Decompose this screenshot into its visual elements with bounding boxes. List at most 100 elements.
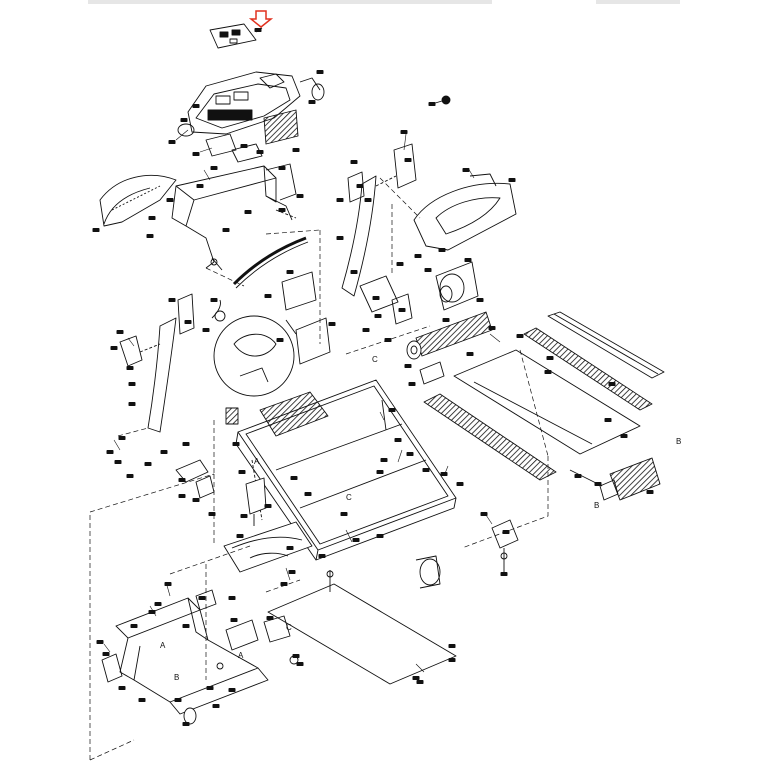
- part-number-tag: [118, 436, 126, 440]
- part-number-tag: [384, 338, 392, 342]
- part-number-tag: [164, 582, 172, 586]
- part-number-tag: [208, 512, 216, 516]
- part-number-tag: [264, 504, 272, 508]
- part-number-tag: [240, 144, 248, 148]
- rear-roller: [415, 555, 441, 589]
- part-number-tag: [206, 686, 214, 690]
- part-number-tag: [126, 474, 134, 478]
- part-number-tag: [286, 270, 294, 274]
- part-number-tag: [406, 452, 414, 456]
- part-number-tag: [212, 704, 220, 708]
- center-mounting-plate: [281, 271, 331, 365]
- part-number-tag: [174, 698, 182, 702]
- part-number-tag: [414, 254, 422, 258]
- part-number-tag: [210, 166, 218, 170]
- part-number-tag: [196, 184, 204, 188]
- part-number-tag: [438, 248, 446, 252]
- rear-end-cap: [569, 457, 661, 501]
- part-number-tag: [228, 596, 236, 600]
- part-number-tag: [180, 118, 188, 122]
- part-number-tag: [462, 168, 470, 172]
- letter-label: C: [372, 355, 378, 364]
- part-number-tag: [456, 482, 464, 486]
- part-number-tag: [96, 640, 104, 644]
- part-number-tag: [304, 492, 312, 496]
- part-number-tag: [240, 514, 248, 518]
- part-number-tag: [428, 102, 436, 106]
- drive-motor-assembly: [359, 261, 493, 385]
- part-number-tag: [110, 346, 118, 350]
- part-number-tag: [228, 688, 236, 692]
- part-number-tag: [340, 512, 348, 516]
- part-number-tag: [448, 658, 456, 662]
- part-number-tag: [168, 298, 176, 302]
- part-number-tag: [264, 294, 272, 298]
- part-number-tag: [336, 198, 344, 202]
- part-number-tag: [372, 296, 380, 300]
- part-number-tag: [192, 498, 200, 502]
- part-number-tag: [184, 320, 192, 324]
- part-number-tag: [192, 104, 200, 108]
- part-number-tag: [362, 328, 370, 332]
- main-frame: [235, 379, 457, 561]
- part-number-tag: [374, 314, 382, 318]
- part-number-tag: [290, 476, 298, 480]
- part-number-tag: [442, 318, 450, 322]
- part-number-tag: [92, 228, 100, 232]
- part-number-tag: [160, 450, 168, 454]
- part-callout-tags: [92, 28, 654, 726]
- part-number-tag: [114, 460, 122, 464]
- part-number-tag: [608, 382, 616, 386]
- part-number-tag: [646, 490, 654, 494]
- part-number-tag: [148, 216, 156, 220]
- part-number-tag: [422, 468, 430, 472]
- part-number-tag: [280, 582, 288, 586]
- part-number-tag: [244, 210, 252, 214]
- part-number-tag: [102, 652, 110, 656]
- part-number-tag: [546, 356, 554, 360]
- incline-motor: [225, 407, 267, 526]
- part-number-tag: [198, 596, 206, 600]
- part-number-tag: [408, 382, 416, 386]
- console-support-frame: [171, 163, 297, 271]
- motor-hood-cover: [413, 173, 517, 251]
- part-number-tag: [404, 364, 412, 368]
- letter-label: A: [160, 641, 166, 650]
- console-main-housing: [177, 71, 325, 163]
- part-number-tag: [398, 308, 406, 312]
- part-number-tag: [202, 328, 210, 332]
- part-number-tag: [148, 610, 156, 614]
- top-edge-strip-left: [88, 0, 492, 4]
- part-number-tag: [144, 462, 152, 466]
- assembly-letters: C A B B A C A B C: [160, 355, 681, 682]
- part-number-tag: [318, 554, 326, 558]
- part-number-tag: [336, 236, 344, 240]
- part-number-tag: [128, 402, 136, 406]
- part-number-tag: [604, 418, 612, 422]
- part-number-tag: [276, 338, 284, 342]
- part-number-tag: [286, 546, 294, 550]
- letter-label: B: [594, 501, 599, 510]
- console-display-panel: [209, 23, 263, 49]
- running-deck-board: [453, 349, 641, 455]
- callout-leader-lines: [103, 129, 501, 673]
- part-number-tag: [182, 442, 190, 446]
- part-number-tag: [404, 158, 412, 162]
- part-number-tag: [182, 624, 190, 628]
- part-number-tag: [464, 258, 472, 262]
- deck-side-rails: [423, 311, 665, 481]
- part-number-tag: [166, 198, 174, 202]
- part-number-tag: [476, 298, 484, 302]
- part-number-tag: [296, 662, 304, 666]
- running-belt-mat: [267, 570, 457, 685]
- part-number-tag: [266, 616, 274, 620]
- part-number-tag: [308, 100, 316, 104]
- part-number-tag: [448, 644, 456, 648]
- part-number-tag: [222, 228, 230, 232]
- part-number-tag: [168, 140, 176, 144]
- part-number-tag: [278, 166, 286, 170]
- left-side-cover: [99, 174, 177, 227]
- part-number-tag: [182, 722, 190, 726]
- part-number-tag: [380, 458, 388, 462]
